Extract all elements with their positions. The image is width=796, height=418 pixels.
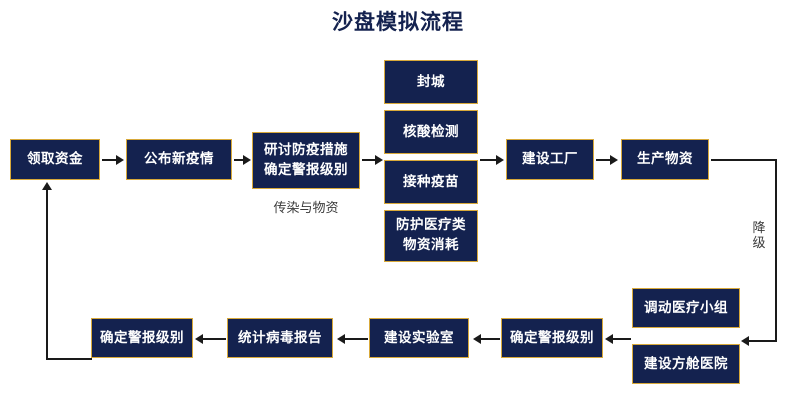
arrowhead-right-into-stack [741, 336, 749, 346]
connector-confirm-left-out [46, 358, 92, 360]
arrowhead-stack-to-confirm-right [605, 334, 613, 344]
arrowhead-confirm-right-to-lab [473, 334, 481, 344]
connector-left-up [46, 190, 48, 360]
arrowhead-factory-to-produce [610, 155, 618, 165]
arrowhead-announce-to-discuss [243, 155, 251, 165]
connector-factory-to-produce [596, 159, 610, 161]
node-confirm-alert-level-left[interactable]: 确定警报级别 [91, 318, 193, 358]
connector-funds-to-announce [102, 159, 116, 161]
node-lockdown[interactable]: 封城 [384, 60, 478, 104]
connector-stack-to-factory [480, 159, 496, 161]
label-downgrade: 降 级 [752, 221, 766, 251]
node-build-factory[interactable]: 建设工厂 [506, 139, 594, 180]
node-produce-supplies[interactable]: 生产物资 [621, 139, 709, 180]
node-nucleic-test[interactable]: 核酸检测 [384, 110, 478, 154]
arrowhead-left-into-funds [42, 182, 52, 190]
connector-right-down [775, 159, 777, 341]
node-build-lab[interactable]: 建设实验室 [369, 318, 469, 358]
arrowhead-funds-to-announce [116, 155, 124, 165]
label-infection-and-supplies: 传染与物资 [273, 201, 339, 216]
node-receive-funds[interactable]: 领取资金 [10, 139, 100, 180]
connector-right-into-stack [748, 340, 777, 342]
connector-stack-to-confirm-right [613, 338, 631, 340]
connector-announce-to-discuss [234, 159, 244, 161]
node-discuss-measures[interactable]: 研讨防疫措施 确定警报级别 [252, 132, 360, 189]
node-mobilize-medical-team[interactable]: 调动医疗小组 [632, 288, 740, 328]
node-build-mobile-hospital[interactable]: 建设方舱医院 [632, 344, 740, 384]
page-title: 沙盘模拟流程 [332, 10, 464, 34]
connector-lab-to-report [345, 338, 368, 340]
arrowhead-discuss-to-stack [375, 155, 383, 165]
connector-confirm-right-to-lab [481, 338, 500, 340]
node-announce-epidemic[interactable]: 公布新疫情 [126, 139, 232, 180]
connector-produce-right [711, 159, 777, 161]
node-vaccinate[interactable]: 接种疫苗 [384, 160, 478, 204]
connector-report-to-confirm-left [203, 338, 226, 340]
node-protective-supplies[interactable]: 防护医疗类 物资消耗 [384, 210, 478, 262]
node-confirm-alert-level-right[interactable]: 确定警报级别 [501, 318, 603, 358]
arrowhead-lab-to-report [337, 334, 345, 344]
connector-discuss-to-stack [362, 159, 376, 161]
arrowhead-report-to-confirm-left [195, 334, 203, 344]
arrowhead-stack-to-factory [496, 155, 504, 165]
node-virus-report[interactable]: 统计病毒报告 [227, 318, 333, 358]
